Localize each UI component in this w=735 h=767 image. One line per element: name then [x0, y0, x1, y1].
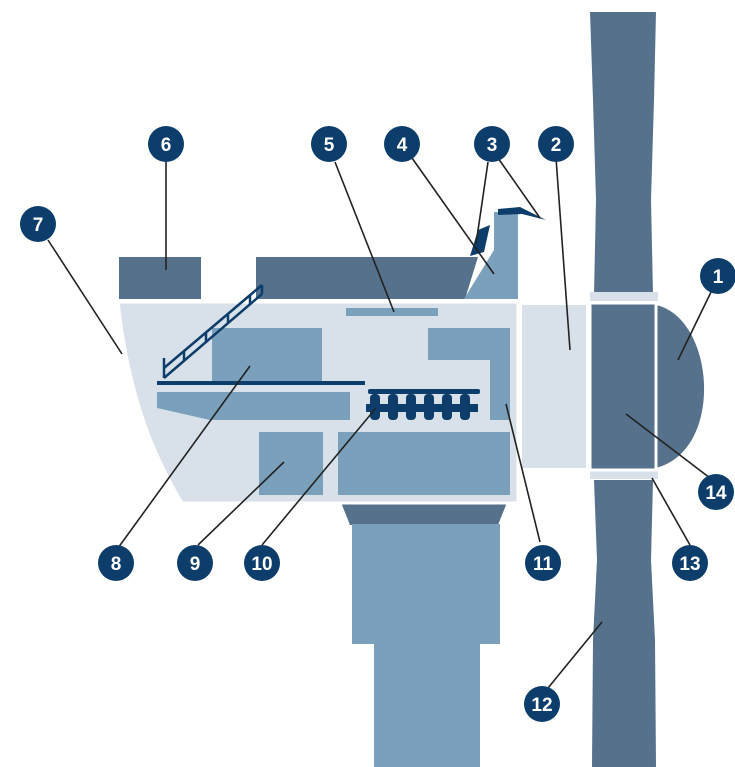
badge-4: 4: [384, 126, 420, 162]
tower-yaw-cone: [340, 500, 508, 525]
leader-lines: [47, 157, 713, 689]
leader-1: [677, 289, 713, 361]
badge-3: 3: [474, 126, 510, 162]
svg-text:6: 6: [161, 135, 172, 156]
badges: 1 2 3 4 5 6 7 8: [20, 126, 735, 722]
wind-measurement-system: [464, 207, 546, 299]
badge-14: 14: [698, 474, 734, 510]
svg-text:4: 4: [397, 135, 408, 156]
blade-root-upper: [590, 292, 658, 301]
leader-12: [547, 621, 603, 689]
badge-5: 5: [311, 126, 347, 162]
roof-hatch-opening: [201, 259, 256, 299]
sensor-mast: [464, 212, 518, 299]
badge-2: 2: [538, 126, 574, 162]
service-ladder: [162, 284, 264, 379]
leader-10: [261, 407, 377, 546]
bedplate: [338, 432, 510, 495]
coupling-assembly: [366, 389, 480, 420]
badge-7: 7: [20, 206, 56, 242]
badge-11: 11: [525, 545, 561, 581]
tower-top-section: [352, 524, 500, 644]
rotor-blades: [590, 12, 658, 767]
main-frame-beam: [157, 392, 350, 420]
wind-vane-right: [498, 207, 546, 220]
badge-9: 9: [177, 545, 213, 581]
svg-text:3: 3: [487, 135, 498, 156]
rotor-hub: [588, 301, 658, 472]
svg-text:5: 5: [324, 135, 335, 156]
rotor-hub-assembly: [588, 301, 705, 472]
svg-text:11: 11: [533, 554, 554, 575]
svg-text:8: 8: [111, 554, 122, 575]
anemometer-left: [470, 225, 490, 256]
leader-13: [651, 477, 691, 546]
leader-7: [47, 239, 123, 355]
svg-text:1: 1: [713, 267, 724, 288]
spinner-nose-cone: [656, 305, 705, 468]
leader-3b: [497, 157, 541, 219]
leader-9: [197, 461, 285, 546]
generator: [259, 432, 323, 495]
leader-4: [411, 157, 495, 275]
upper-platform: [157, 381, 365, 385]
nacelle-roof: [119, 257, 478, 299]
control-cabinet: [212, 328, 322, 382]
svg-text:13: 13: [679, 554, 700, 575]
tower-shaft: [374, 640, 480, 767]
cooling-unit: [346, 308, 438, 316]
svg-text:14: 14: [705, 483, 727, 504]
badge-12: 12: [524, 686, 560, 722]
leader-2: [555, 157, 571, 351]
badge-13: 13: [672, 545, 708, 581]
leader-5: [334, 161, 395, 313]
badge-10: 10: [244, 545, 280, 581]
blade-upper: [590, 12, 656, 294]
leader-14: [625, 413, 711, 479]
blade-lower: [592, 480, 656, 767]
leader-8: [117, 365, 251, 549]
rotor-shaft-bearing: [522, 305, 586, 468]
leader-11: [505, 403, 541, 543]
roof-panel-left: [119, 257, 201, 299]
blade-root-lower: [590, 470, 658, 479]
badge-8: 8: [98, 545, 134, 581]
roof-panel-right: [256, 257, 478, 299]
badge-6: 6: [148, 126, 184, 162]
svg-text:2: 2: [551, 135, 562, 156]
gearbox: [428, 328, 510, 420]
leader-3a: [475, 161, 489, 245]
svg-text:9: 9: [190, 554, 201, 575]
svg-text:12: 12: [531, 695, 552, 716]
badge-1: 1: [700, 258, 735, 294]
svg-text:10: 10: [251, 554, 272, 575]
svg-text:7: 7: [33, 215, 44, 236]
tower: [340, 500, 508, 767]
